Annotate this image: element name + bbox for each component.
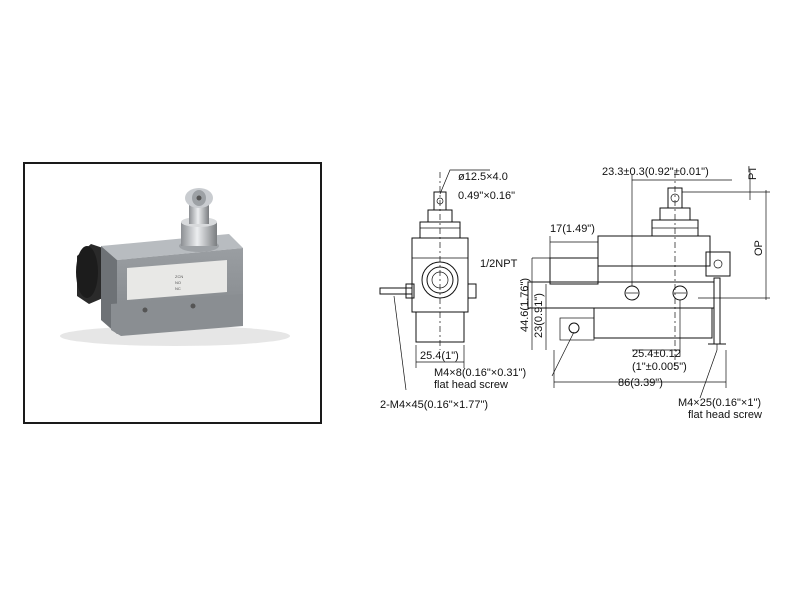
dimension-drawing: ø12.5×4.0 0.49"×0.16" 23.3±0.3(0.92"±0.0… — [370, 150, 790, 430]
dim-conduit-thread: 1/2NPT — [480, 258, 518, 270]
dim-hole-spacing-in: (1"±0.005") — [632, 361, 687, 373]
dim-screw-a-type: flat head screw — [434, 379, 508, 391]
product-photo-frame: ZCN NO NC — [23, 162, 322, 424]
dim-roller-position: 23.3±0.3(0.92"±0.01") — [602, 166, 709, 178]
limit-switch-photo: ZCN NO NC — [60, 188, 290, 346]
dim-screw-c: M4×25(0.16"×1") — [678, 397, 761, 409]
dimension-drawing-svg: ø12.5×4.0 0.49"×0.16" 23.3±0.3(0.92"±0.0… — [379, 166, 770, 421]
dim-hole-spacing: 25.4±0.12 — [632, 348, 681, 360]
front-view — [527, 170, 770, 399]
dim-height: 44.6(1.76") — [519, 278, 531, 332]
product-label-text: ZCN NO NC — [175, 274, 183, 291]
dim-screw-c-type: flat head screw — [688, 409, 762, 421]
svg-text:NO: NO — [175, 280, 181, 285]
dim-screw-a: M4×8(0.16"×0.31") — [434, 367, 526, 379]
dim-conduit-width: 17(1.49") — [550, 223, 595, 235]
dim-roller-in: 0.49"×0.16" — [458, 190, 515, 202]
dim-length: 86(3.39") — [618, 377, 663, 389]
dim-height-lower: 23(0.91") — [533, 293, 545, 338]
svg-text:NC: NC — [175, 286, 181, 291]
dim-screw-b: 2-M4×45(0.16"×1.77") — [380, 399, 488, 411]
side-view — [379, 169, 490, 391]
dim-op: OP — [753, 240, 765, 256]
dim-roller: ø12.5×4.0 — [458, 171, 508, 183]
dim-pt: PT — [747, 166, 759, 180]
svg-text:ZCN: ZCN — [175, 274, 183, 279]
dim-width: 25.4(1") — [420, 350, 459, 362]
